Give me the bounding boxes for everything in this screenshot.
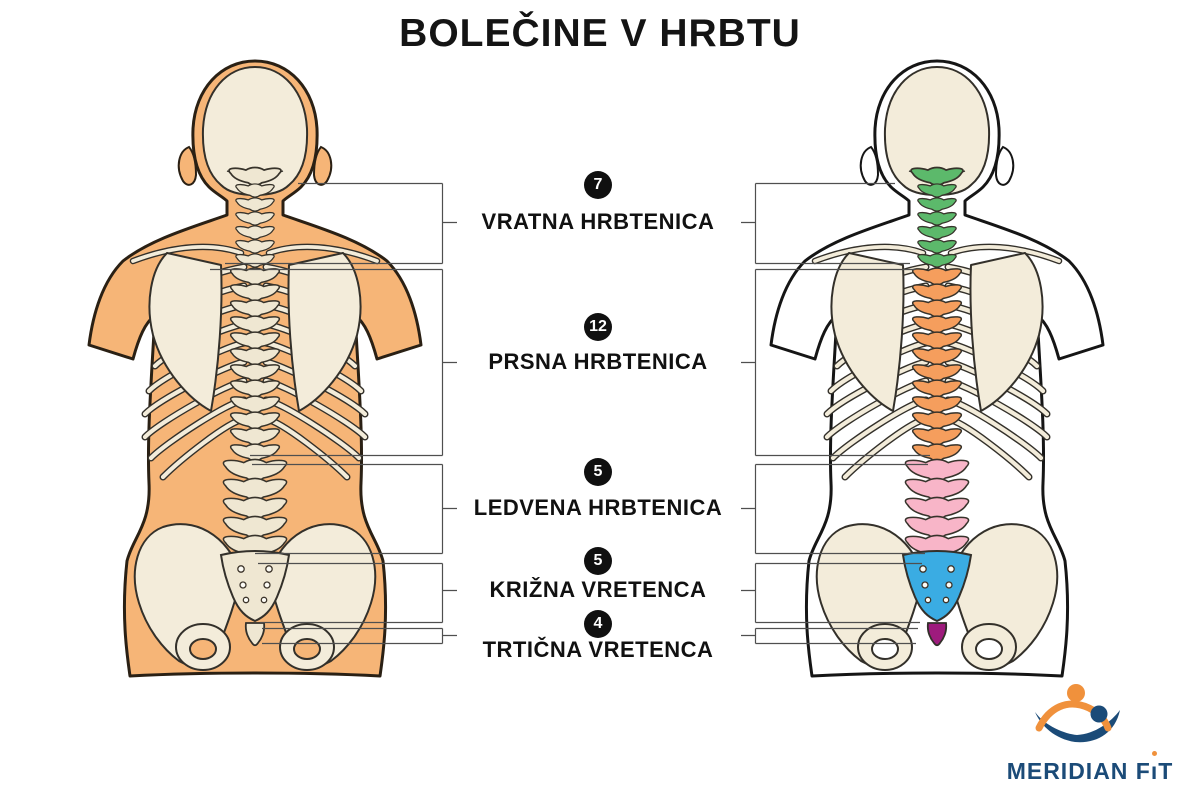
- spine-label-thoracic: 12 PRSNA HRBTENICA: [448, 313, 748, 374]
- coccyx-count-badge: 4: [584, 610, 612, 638]
- sacral-label: KRIŽNA VRETENCA: [489, 577, 707, 602]
- brand-name: MERIDIAN FıT: [995, 751, 1185, 785]
- figure-back-skin: [75, 55, 435, 695]
- spine-label-coccyx: 4 TRTIČNA VRETENCA: [448, 610, 748, 662]
- page-title: BOLEČINE V HRBTU: [399, 12, 801, 55]
- cervical-label: VRATNA HRBTENICA: [481, 209, 715, 234]
- lumbar-label: LEDVENA HRBTENICA: [473, 495, 723, 520]
- spine-label-sacral: 5 KRIŽNA VRETENCA: [448, 547, 748, 602]
- spine-label-cervical: 7 VRATNA HRBTENICA: [448, 171, 748, 234]
- brand-logo: MERIDIAN FıT: [995, 678, 1185, 785]
- brand-name-i: ı: [1150, 751, 1159, 784]
- spine-label-lumbar: 5 LEDVENA HRBTENICA: [448, 458, 748, 520]
- brand-name-part1: MERIDIAN F: [1006, 758, 1151, 784]
- coccyx-label: TRTIČNA VRETENCA: [482, 637, 714, 662]
- thoracic-label: PRSNA HRBTENICA: [488, 349, 708, 374]
- cervical-count-badge: 7: [584, 171, 612, 199]
- brand-name-part2: T: [1158, 758, 1174, 784]
- thoracic-count-badge: 12: [584, 313, 612, 341]
- figure-back-colored-spine: [757, 55, 1117, 695]
- sacral-count-badge: 5: [584, 547, 612, 575]
- lumbar-count-badge: 5: [584, 458, 612, 486]
- logo-mark-icon: [1035, 684, 1120, 743]
